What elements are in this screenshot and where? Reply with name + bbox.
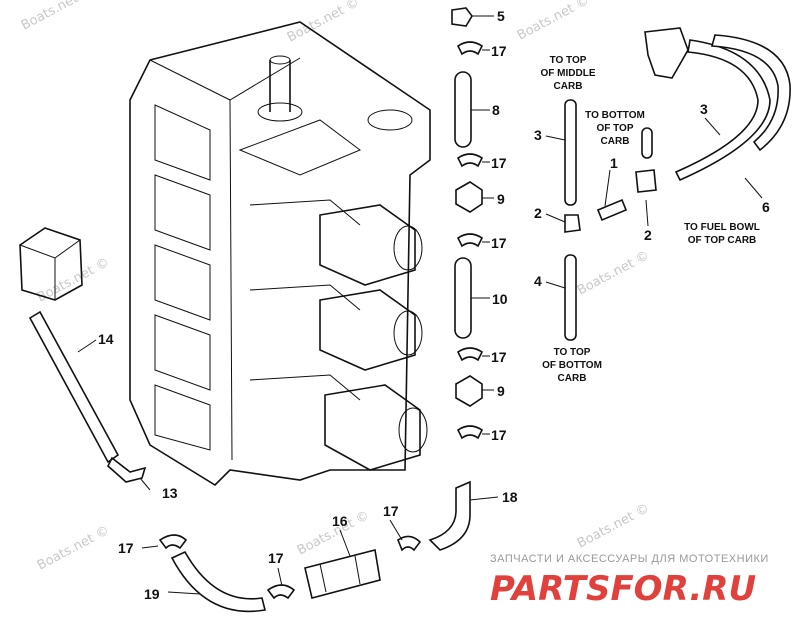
watermark: Boats.net © xyxy=(19,0,96,34)
brand-logo: PARTSFOR.RU xyxy=(490,569,756,609)
callout-17: 17 xyxy=(491,349,507,365)
callout-10: 10 xyxy=(492,291,508,307)
note-line: TO TOP xyxy=(550,55,587,66)
note-line: TO FUEL BOWL xyxy=(684,222,760,233)
watermark: Boats.net © xyxy=(35,523,112,573)
note-line: CARB xyxy=(558,373,587,384)
callout-4: 4 xyxy=(534,273,542,289)
callout-2: 2 xyxy=(534,205,542,221)
callout-5: 5 xyxy=(497,8,505,24)
callout-6: 6 xyxy=(762,199,770,215)
watermark: Boats.net © xyxy=(515,0,592,44)
callout-13: 13 xyxy=(162,485,178,501)
callout-18: 18 xyxy=(502,489,518,505)
callout-17: 17 xyxy=(118,540,134,556)
routing-notes: TO TOP OF MIDDLE CARB TO BOTTOM OF TOP C… xyxy=(541,55,760,384)
note-line: TO TOP xyxy=(554,347,591,358)
bottom-parts xyxy=(158,534,422,613)
leader-lines xyxy=(77,15,763,595)
callout-2: 2 xyxy=(644,227,652,243)
callout-17: 17 xyxy=(491,155,507,171)
watermark: Boats.net © xyxy=(575,501,652,551)
callout-19: 19 xyxy=(144,586,160,602)
callout-9: 9 xyxy=(497,191,505,207)
engine-block xyxy=(129,21,431,487)
note-line: OF TOP xyxy=(596,123,633,134)
callout-8: 8 xyxy=(492,102,500,118)
note-line: OF TOP CARB xyxy=(688,235,757,246)
callout-14: 14 xyxy=(98,331,114,347)
callout-17: 17 xyxy=(268,550,284,566)
note-line: CARB xyxy=(554,81,583,92)
callout-17: 17 xyxy=(383,503,399,519)
callout-1: 1 xyxy=(610,155,618,171)
callout-17: 17 xyxy=(491,235,507,251)
note-line: OF BOTTOM xyxy=(542,360,602,371)
callout-17: 17 xyxy=(491,43,507,59)
branding: ЗАПЧАСТИ И АКСЕССУАРЫ ДЛЯ МОТОТЕХНИКИ PA… xyxy=(490,553,769,609)
right-side-parts xyxy=(564,27,791,341)
callout-16: 16 xyxy=(332,513,348,529)
fuel-pump-assembly xyxy=(19,227,147,483)
note-line: TO BOTTOM xyxy=(585,110,645,121)
callout-3: 3 xyxy=(534,127,542,143)
brand-tagline: ЗАПЧАСТИ И АКСЕССУАРЫ ДЛЯ МОТОТЕХНИКИ xyxy=(490,553,769,565)
callout-9: 9 xyxy=(497,383,505,399)
watermark: Boats.net © xyxy=(575,248,652,298)
note-line: OF MIDDLE xyxy=(541,68,596,79)
callout-17: 17 xyxy=(491,427,507,443)
callout-3: 3 xyxy=(700,101,708,117)
callout-numbers: 5 17 8 17 9 17 10 17 9 17 18 16 17 17 17… xyxy=(98,8,770,602)
center-parts-column xyxy=(428,7,484,551)
note-line: CARB xyxy=(601,136,630,147)
